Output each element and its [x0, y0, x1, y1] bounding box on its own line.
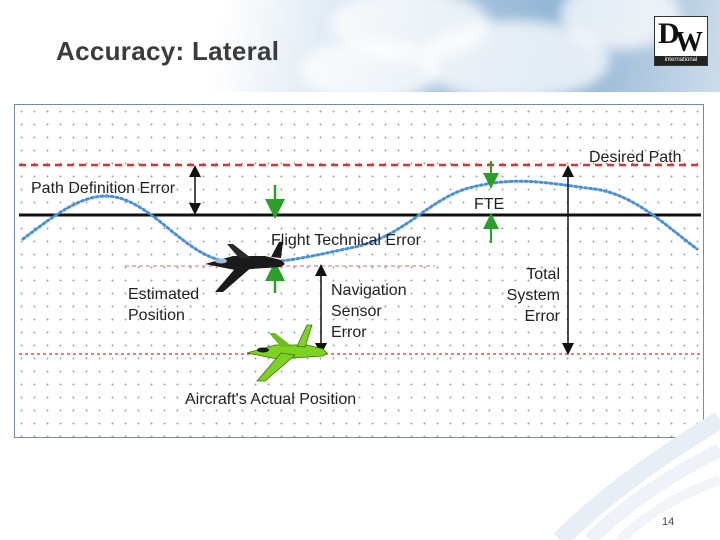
- estimated-aircraft-icon: [205, 242, 285, 292]
- navigation-sensor-error-label-line2: Sensor: [331, 303, 382, 320]
- logo-tagline: international: [655, 56, 707, 65]
- slide-title: Accuracy: Lateral: [56, 36, 280, 66]
- flight-technical-error-label: Flight Technical Error: [271, 232, 422, 249]
- total-system-error-label-line2: System: [507, 287, 560, 304]
- estimated-position-label-line2: Position: [128, 307, 185, 324]
- aircraft-actual-position-label: Aircraft's Actual Position: [185, 391, 356, 408]
- total-system-error-label-line3: Error: [524, 308, 560, 325]
- desired-path-label: Desired Path: [589, 149, 682, 166]
- flight-path-curve: [21, 179, 699, 265]
- company-logo: D W international: [654, 16, 708, 66]
- navigation-sensor-error-label-line3: Error: [331, 324, 367, 341]
- fte-label: FTE: [474, 196, 504, 213]
- actual-aircraft-icon: [246, 324, 328, 382]
- navigation-sensor-error-label-line1: Navigation: [331, 282, 407, 299]
- total-system-error-label-line1: Total: [526, 266, 560, 283]
- page-number: 14: [662, 516, 675, 528]
- estimated-position-label-line1: Estimated: [128, 286, 199, 303]
- diagram-svg: Desired Path Path Definition Error FTE F…: [19, 149, 701, 408]
- decorative-swoosh: [553, 412, 720, 540]
- lateral-accuracy-diagram: Desired Path Path Definition Error FTE F…: [14, 104, 704, 438]
- path-definition-error-label: Path Definition Error: [31, 180, 176, 197]
- header-banner: [0, 0, 720, 92]
